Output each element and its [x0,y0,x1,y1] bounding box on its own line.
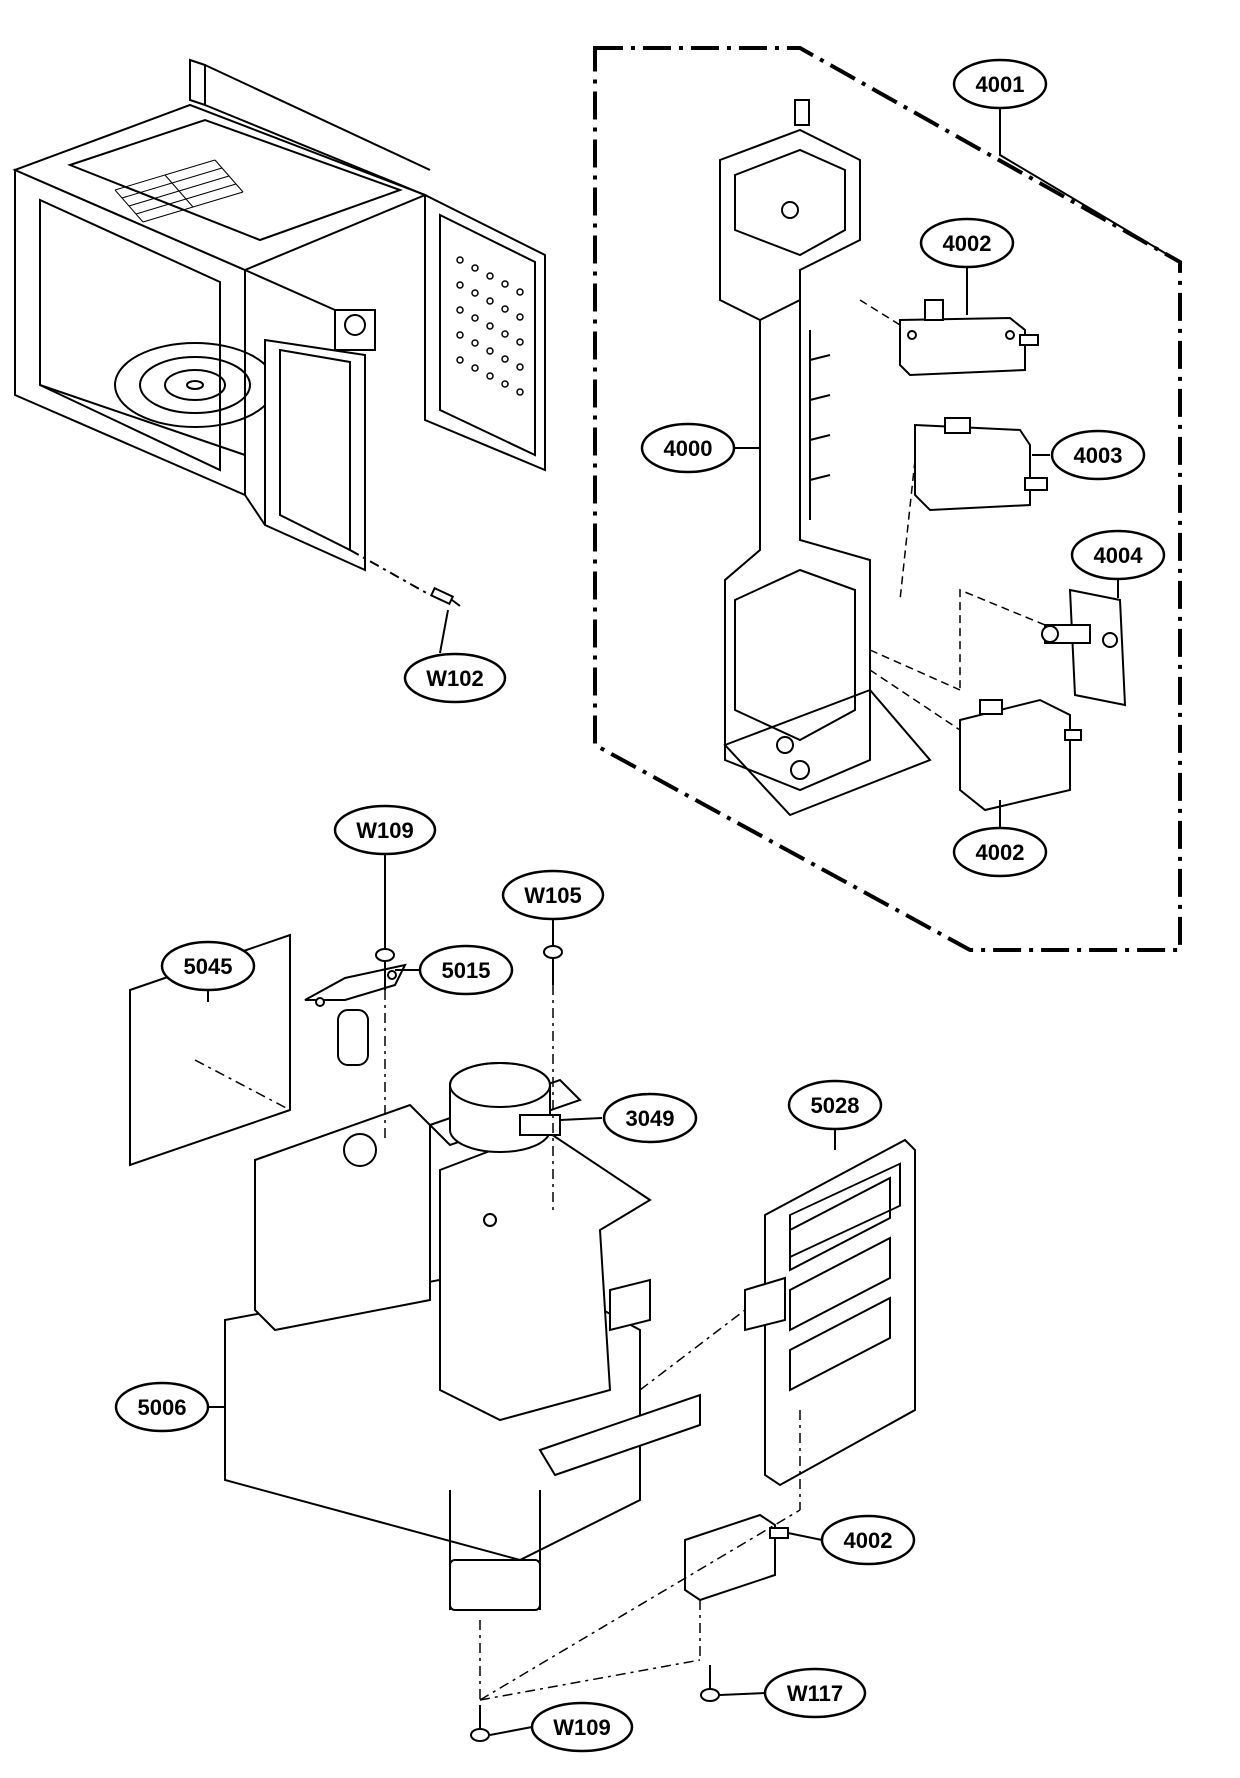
callout-4000: 4000 [640,422,736,474]
callout-4004: 4004 [1070,529,1166,581]
callout-5045: 5045 [160,940,256,992]
screw-W105-drawing [543,945,563,985]
micro-switch-4003-drawing [914,417,1048,512]
callout-4002-bottom: 4002 [820,1514,916,1566]
svg-text:4002: 4002 [943,231,992,256]
svg-text:4001: 4001 [976,72,1025,97]
svg-text:5028: 5028 [811,1093,860,1118]
svg-text:W109: W109 [356,818,413,843]
svg-text:3049: 3049 [626,1106,675,1131]
callout-5015: 5015 [418,944,514,996]
callout-W109-top: W109 [333,804,437,856]
svg-text:W105: W105 [524,883,581,908]
svg-text:4000: 4000 [664,436,713,461]
screw-W117-drawing [700,1665,720,1702]
leader-4002-top-dash [859,299,901,326]
part-5015-drawing [304,963,407,1066]
callout-W102: W102 [403,652,507,704]
callout-W117: W117 [763,1667,867,1719]
micro-switch-mid-drawing [959,698,1082,812]
svg-text:4004: 4004 [1094,543,1144,568]
screw-W109-top-drawing [375,948,395,990]
leader-bottom-dash [479,1410,801,1701]
oven-cavity-drawing [12,58,546,607]
latch-board-drawing [719,99,932,817]
leader-4003-dash [899,459,916,601]
callout-4002-mid: 4002 [952,826,1048,878]
svg-text:4002: 4002 [844,1528,893,1553]
callout-4001: 4001 [952,58,1048,110]
motor-3049-drawing [449,1062,561,1153]
leader-5028-dash [639,1309,746,1391]
callout-W105: W105 [501,869,605,921]
svg-text:W117: W117 [787,1681,843,1706]
micro-switch-bottom-drawing [684,1513,789,1602]
svg-text:5045: 5045 [184,954,233,979]
svg-text:W102: W102 [426,666,483,691]
svg-text:4002: 4002 [976,840,1025,865]
interlock-assembly-boundary [593,46,1182,952]
leader-4002-mid-dash [869,669,961,731]
svg-text:4003: 4003 [1074,443,1123,468]
callout-5028: 5028 [787,1079,883,1131]
screw-W109-bottom-drawing [470,1705,490,1742]
leader-5045-dash [194,1059,291,1111]
leader-4004-dash [869,588,1046,691]
callout-4002-top: 4002 [919,217,1015,269]
svg-text:5015: 5015 [442,958,491,983]
svg-text:W109: W109 [553,1715,610,1740]
svg-text:5006: 5006 [138,1395,187,1420]
callout-4003: 4003 [1050,429,1146,481]
latch-part-4004-drawing [1041,588,1127,707]
cover-5028-drawing [744,1138,916,1487]
callout-W109-bottom: W109 [530,1701,634,1753]
micro-switch-top-drawing [899,299,1039,377]
callout-3049: 3049 [602,1092,698,1144]
callout-5006: 5006 [114,1381,210,1433]
bracket-5006-drawing [224,1078,701,1611]
